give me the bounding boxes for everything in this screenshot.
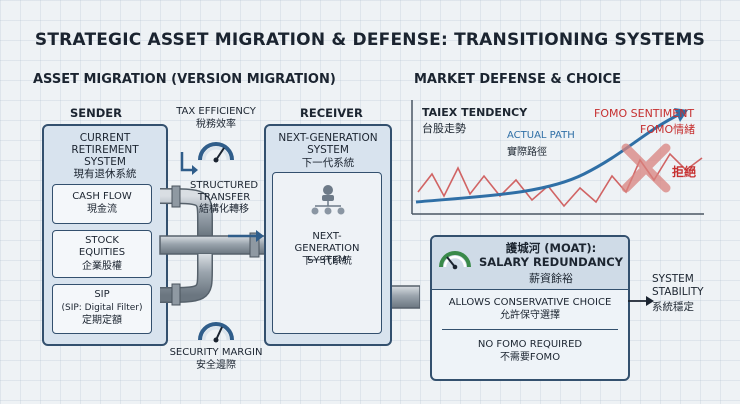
moat-title-zh2: 薪資餘裕 (529, 272, 573, 285)
taiex-title-zh: 台股走勢 (422, 122, 466, 135)
actual-path-en: ACTUAL PATH (507, 130, 575, 141)
tax-efficiency-zh: 稅務效率 (196, 119, 236, 130)
receiver-panel: NEXT-GENERATION SYSTEM 下一代系統 NEXT-GENERA… (264, 124, 392, 346)
receiver-heading: RECEIVER (300, 106, 363, 120)
actual-path-zh: 實際路徑 (507, 147, 547, 158)
moat-title-zh: 護城河 (MOAT): (505, 241, 597, 255)
market-defense-heading: MARKET DEFENSE & CHOICE (414, 72, 622, 87)
moat-panel: 護城河 (MOAT): SALARY REDUNDANCY 薪資餘裕 ALLOW… (430, 235, 630, 381)
moat-title-en: SALARY REDUNDANCY (478, 255, 624, 269)
receiver-inner-zh: 下一代系統 (302, 256, 352, 267)
conservative-choice-zh: 允許保守選擇 (500, 310, 560, 321)
taiex-chart (411, 100, 704, 215)
cash-flow-item: CASH FLOW 現金流 (52, 184, 152, 224)
security-margin-zh: 安全邊際 (196, 360, 236, 371)
system-stability-en: SYSTEM STABILITY (652, 273, 704, 298)
sender-system-en: CURRENT RETIREMENT SYSTEM (71, 132, 139, 168)
sip-zh: 定期定額 (82, 315, 122, 326)
gauge-icon (198, 142, 234, 163)
arrow-icon (180, 152, 264, 242)
receiver-inner: NEXT-GENERATION SYSTEM 下一代系統 (272, 172, 382, 334)
structured-transfer-en: STRUCTURED TRANSFER 結構化轉移 (184, 180, 264, 216)
security-margin-en: SECURITY MARGIN (169, 347, 263, 358)
sip-en: SIP (94, 289, 110, 300)
asset-migration-heading: ASSET MIGRATION (VERSION MIGRATION) (33, 72, 336, 87)
stock-equities-item: STOCK EQUITIES 企業股權 (52, 230, 152, 278)
sender-heading: SENDER (70, 106, 123, 120)
cash-flow-zh: 現金流 (87, 204, 117, 215)
moat-header: 護城河 (MOAT): SALARY REDUNDANCY 薪資餘裕 (432, 237, 628, 290)
sender-panel: CURRENT RETIREMENT SYSTEM 現有退休系統 CASH FL… (42, 124, 168, 346)
no-fomo-en: NO FOMO REQUIRED (477, 339, 583, 350)
gauge-icon (439, 251, 471, 270)
fomo-sentiment-en: FOMO SENTIMENT (594, 107, 695, 120)
page-title: STRATEGIC ASSET MIGRATION & DEFENSE: TRA… (34, 30, 706, 50)
gauge-icon (198, 322, 234, 343)
stock-equities-en: STOCK EQUITIES (78, 235, 126, 258)
stock-equities-zh: 企業股權 (82, 261, 122, 272)
cash-flow-en: CASH FLOW (72, 191, 132, 202)
org-chart-icon (311, 185, 345, 215)
arrow-icon (628, 296, 654, 306)
receiver-inner-en: NEXT-GENERATION SYSTEM (294, 231, 360, 266)
receiver-system-zh: 下一代系統 (301, 157, 355, 169)
receiver-system-en: NEXT-GENERATION SYSTEM (278, 132, 378, 156)
reject-label: 拒絕 (672, 165, 697, 179)
sip-item: SIP (SIP: Digital Filter) 定期定額 (52, 284, 152, 334)
moat-divider (442, 329, 618, 330)
fomo-sentiment-zh: FOMO情緒 (640, 123, 696, 136)
conservative-choice-en: ALLOWS CONSERVATIVE CHOICE (448, 297, 612, 308)
sender-system-zh: 現有退休系統 (73, 168, 137, 180)
sender-system-label: CURRENT RETIREMENT SYSTEM 現有退休系統 (44, 132, 166, 180)
sip-sub: (SIP: Digital Filter) (61, 303, 143, 313)
no-fomo-zh: 不需要FOMO (499, 352, 561, 363)
taiex-title-en: TAIEX TENDENCY (422, 106, 528, 119)
system-stability-zh: 系統穩定 (652, 301, 694, 313)
reject-x-icon (621, 143, 671, 193)
structured-transfer-en-text: STRUCTURED TRANSFER (190, 180, 259, 203)
actual-path-line (415, 112, 681, 204)
tax-efficiency-en: TAX EFFICIENCY (176, 106, 256, 117)
structured-transfer-zh: 結構化轉移 (199, 204, 249, 215)
